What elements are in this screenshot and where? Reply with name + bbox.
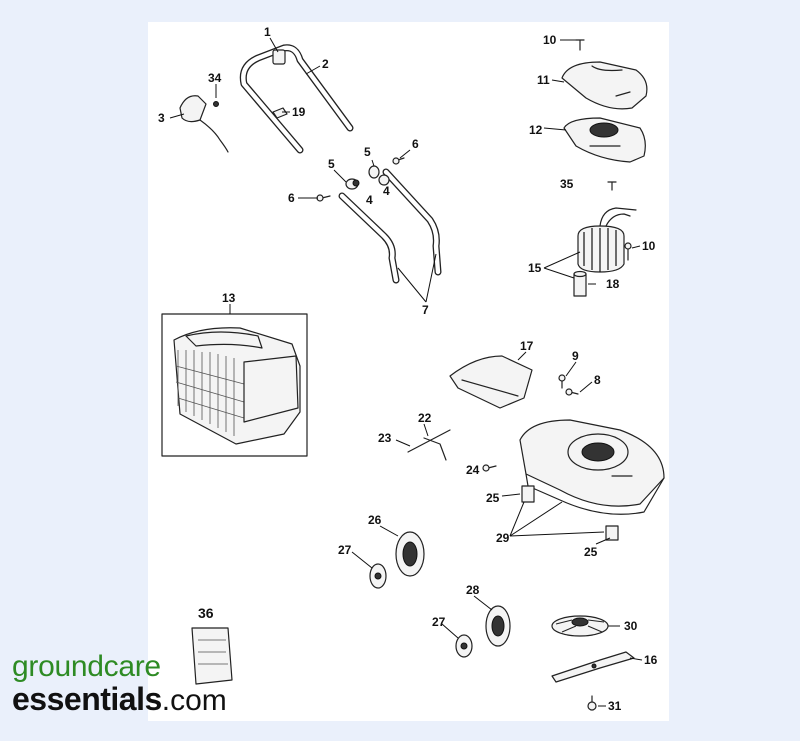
front-wheel xyxy=(395,531,425,577)
lower-handle xyxy=(338,168,442,284)
label-24: 24 xyxy=(466,463,480,477)
label-4a: 4 xyxy=(366,193,373,207)
bolt-8 xyxy=(565,388,579,396)
motor-shaft xyxy=(573,270,587,297)
knobs-bolts xyxy=(316,157,405,202)
label-12: 12 xyxy=(529,123,543,137)
label-7: 7 xyxy=(422,303,429,317)
clips-25 xyxy=(521,485,619,541)
label-15: 15 xyxy=(528,261,542,275)
grass-box-frame xyxy=(161,313,308,457)
brand-logo: groundcare essentials.com xyxy=(12,652,227,723)
label-16: 16 xyxy=(644,653,658,667)
diagram-sheet: 1 2 3 34 19 5 5 4 4 6 6 7 10 11 12 35 15… xyxy=(148,22,669,721)
label-4b: 4 xyxy=(383,184,390,198)
label-30: 30 xyxy=(624,619,638,633)
deck xyxy=(519,419,665,515)
cable-clip xyxy=(272,107,288,119)
grass-box xyxy=(173,327,301,445)
label-3: 3 xyxy=(158,111,165,125)
label-34: 34 xyxy=(208,71,222,85)
blade-bolt xyxy=(587,695,597,711)
label-25b: 25 xyxy=(584,545,598,559)
label-8: 8 xyxy=(594,373,601,387)
label-17: 17 xyxy=(520,339,534,353)
label-31: 31 xyxy=(608,699,622,713)
screw-24 xyxy=(482,464,497,472)
blade xyxy=(551,651,635,683)
label-36: 36 xyxy=(198,605,214,621)
label-23: 23 xyxy=(378,431,392,445)
fan xyxy=(551,615,609,637)
label-2: 2 xyxy=(322,57,329,71)
label-35: 35 xyxy=(560,177,574,191)
brand-line1: groundcare xyxy=(12,650,161,683)
rear-wheel-hub xyxy=(455,634,473,658)
label-5a: 5 xyxy=(328,157,335,171)
rear-flap xyxy=(449,355,533,409)
label-11: 11 xyxy=(537,73,550,87)
screw-10a xyxy=(575,39,585,51)
label-10a: 10 xyxy=(543,33,557,47)
exploded-parts-diagram: 1 2 3 34 19 5 5 4 4 6 6 7 10 11 12 35 15… xyxy=(158,25,665,713)
brand-line2-tld: .com xyxy=(161,684,227,717)
top-cover xyxy=(561,61,648,110)
label-26: 26 xyxy=(368,513,382,527)
motor xyxy=(577,207,637,273)
decal-sheet xyxy=(191,627,233,685)
label-18: 18 xyxy=(606,277,620,291)
label-19: 19 xyxy=(292,105,306,119)
label-22: 22 xyxy=(418,411,432,425)
label-27a: 27 xyxy=(338,543,352,557)
label-29: 29 xyxy=(496,531,510,545)
screw-10b xyxy=(624,242,632,261)
motor-cover xyxy=(563,117,646,163)
label-28: 28 xyxy=(466,583,480,597)
upper-handle xyxy=(239,44,354,154)
lever-switch xyxy=(179,95,229,153)
screw-9 xyxy=(558,374,566,389)
handle-bracket xyxy=(407,429,451,461)
label-5b: 5 xyxy=(364,145,371,159)
brand-line2: essentials.com xyxy=(12,682,227,723)
part-labels: 1 2 3 34 19 5 5 4 4 6 6 7 10 11 12 35 15… xyxy=(158,25,658,713)
label-1: 1 xyxy=(264,25,271,39)
label-27b: 27 xyxy=(432,615,446,629)
label-6b: 6 xyxy=(412,137,419,151)
label-9: 9 xyxy=(572,349,579,363)
label-25a: 25 xyxy=(486,491,500,505)
label-10b: 10 xyxy=(642,239,656,253)
label-6a: 6 xyxy=(288,191,295,205)
screw-35 xyxy=(607,181,617,191)
leader-lines xyxy=(169,37,643,707)
label-13: 13 xyxy=(222,291,236,305)
brand-line2-main: essentials xyxy=(12,681,162,717)
front-wheel-hub xyxy=(369,563,387,589)
rear-wheel xyxy=(485,605,511,647)
